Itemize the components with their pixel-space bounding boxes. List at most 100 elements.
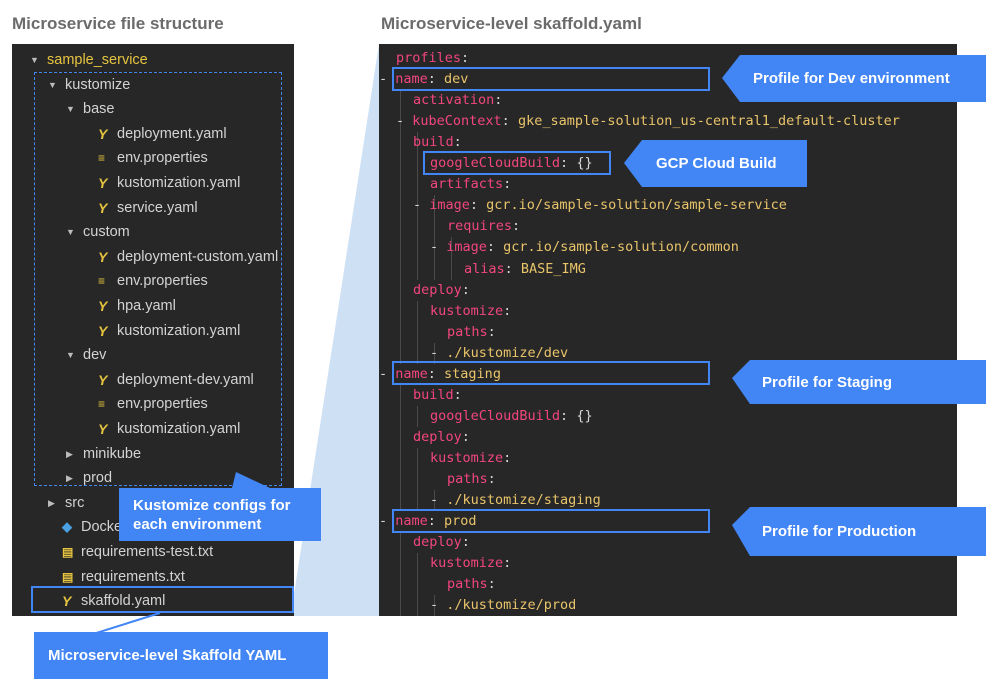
yaml-file-icon: Y	[98, 248, 108, 265]
yaml-line: - name: staging	[379, 365, 501, 382]
skaffold-yaml-heading: Microservice-level skaffold.yaml	[381, 14, 642, 33]
tree-item-label: prod	[83, 470, 113, 487]
yaml-key: activation	[413, 92, 495, 109]
yaml-line: - image: gcr.io/sample-solution/common	[430, 239, 739, 256]
yaml-line: deploy:	[413, 428, 479, 445]
yaml-key: paths	[447, 323, 488, 340]
tree-item[interactable]: ▶src	[12, 491, 294, 515]
yaml-line: kustomize:	[430, 449, 520, 466]
yaml-line: activation:	[413, 92, 511, 109]
yaml-key: deploy	[413, 534, 462, 551]
yaml-line: googleCloudBuild: {}	[430, 407, 593, 424]
tree-item[interactable]: ▶prod	[12, 466, 294, 490]
yaml-file-icon: Y	[98, 298, 108, 314]
yaml-value: gke_sample-solution_us-central1_default-…	[517, 113, 900, 130]
tree-item-label: deployment-dev.yaml	[117, 371, 254, 388]
text-file-icon: ▤	[62, 569, 74, 584]
indent-guide	[417, 132, 418, 280]
yaml-value: gcr.io/sample-solution/sample-service	[486, 197, 787, 214]
yaml-value: staging	[444, 365, 501, 382]
indent-guide	[417, 300, 418, 364]
yaml-value: ./kustomize/staging	[446, 492, 601, 509]
kustomize-callout-line2: each environment	[133, 515, 262, 533]
chevron-down-icon: ▼	[66, 350, 75, 361]
tree-item-label: dev	[83, 347, 107, 364]
yaml-line: googleCloudBuild: {}	[430, 155, 593, 172]
yaml-line: - ./kustomize/staging	[430, 492, 601, 509]
tree-item-label: src	[65, 494, 85, 511]
kustomize-callout-line1: Kustomize configs for	[133, 496, 291, 514]
prod-profile-highlight	[392, 509, 710, 533]
indent-guide	[400, 90, 401, 364]
chevron-down-icon: ▼	[66, 104, 75, 115]
yaml-key: build	[413, 386, 454, 403]
tree-item-label: skaffold.yaml	[81, 593, 166, 610]
tree-item-label: env.properties	[117, 396, 208, 413]
tree-item[interactable]: ▼base	[12, 97, 294, 121]
chevron-right-icon: ▶	[66, 448, 73, 459]
yaml-line: - name: prod	[379, 513, 477, 530]
indent-guide	[434, 490, 435, 512]
yaml-line: kustomize:	[430, 555, 520, 572]
tree-item-label: service.yaml	[117, 199, 198, 216]
docker-file-icon: ◆	[62, 519, 72, 535]
tree-item-label: deployment-custom.yaml	[117, 248, 279, 265]
tree-item[interactable]: ▼sample_service	[12, 48, 294, 72]
yaml-key: googleCloudBuild	[430, 407, 561, 424]
yaml-line: - ./kustomize/dev	[430, 344, 569, 361]
yaml-line: build:	[413, 386, 470, 403]
tree-item-label: kustomization.yaml	[117, 175, 241, 191]
yaml-key: paths	[447, 576, 488, 593]
dev-profile-callout-text: Profile for Dev environment	[753, 70, 950, 87]
yaml-key: build	[413, 134, 454, 151]
tree-item-label: hpa.yaml	[117, 298, 176, 314]
yaml-value: prod	[444, 513, 477, 530]
yaml-key: kustomize	[430, 555, 504, 572]
yaml-file-icon: Y	[98, 175, 108, 191]
tree-item-label: custom	[83, 224, 130, 241]
tree-item[interactable]: ≡env.properties	[12, 269, 294, 293]
tree-item[interactable]: ▼kustomize	[12, 73, 294, 97]
indent-guide	[434, 195, 435, 280]
tree-item[interactable]: ▼custom	[12, 220, 294, 244]
yaml-file-icon: Y	[62, 593, 72, 610]
prod-profile-callout: Profile for Production	[750, 507, 986, 556]
yaml-file-icon: Y	[98, 371, 108, 388]
yaml-key: image	[446, 239, 487, 256]
tree-item[interactable]: ▤requirements-test.txt	[12, 540, 294, 564]
indent-guide	[451, 237, 452, 280]
tree-item[interactable]: ≡env.properties	[12, 392, 294, 416]
staging-profile-callout: Profile for Staging	[750, 360, 986, 404]
dev-profile-highlight	[392, 67, 710, 91]
file-structure-heading: Microservice file structure	[12, 14, 224, 33]
yaml-line: build:	[413, 134, 470, 151]
staging-profile-highlight	[392, 361, 710, 385]
tree-item[interactable]: ≡env.properties	[12, 146, 294, 170]
tree-item-label: requirements-test.txt	[81, 544, 214, 560]
tree-item[interactable]: ▤requirements.txt	[12, 565, 294, 589]
tree-item-label: deployment.yaml	[117, 125, 227, 142]
kustomize-dashed-outline	[34, 72, 282, 486]
tree-item[interactable]: ▼ dev	[12, 343, 294, 367]
yaml-key: kustomize	[430, 302, 504, 319]
yaml-line: - ./kustomize/prod	[430, 597, 577, 614]
yaml-line: - kubeContext: gke_sample-solution_us-ce…	[396, 113, 900, 130]
yaml-value: {}	[576, 155, 593, 172]
yaml-key: artifacts	[430, 176, 504, 193]
yaml-key: kustomize	[430, 449, 504, 466]
indent-guide	[434, 342, 435, 364]
tree-item[interactable]: ▶minikube	[12, 442, 294, 466]
yaml-value: {}	[576, 407, 593, 424]
yaml-key: name	[395, 71, 428, 88]
yaml-key: requires	[447, 218, 513, 235]
yaml-file-icon: Y	[98, 199, 108, 216]
